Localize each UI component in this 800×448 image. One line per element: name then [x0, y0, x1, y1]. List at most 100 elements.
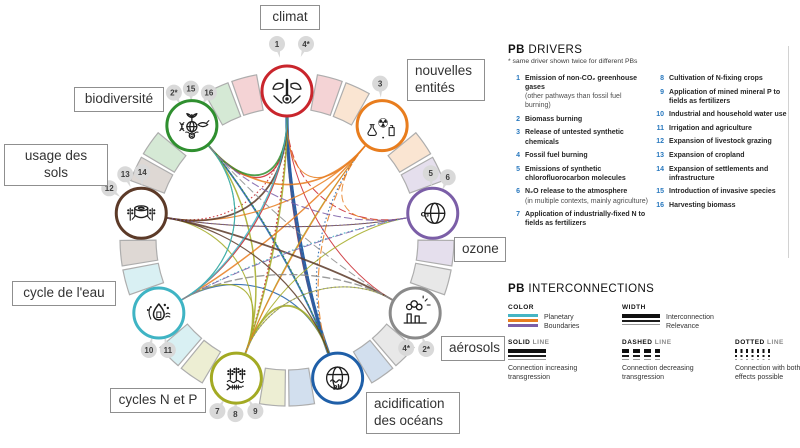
legend-dashed-caption: Connection decreasing transgression: [622, 364, 694, 381]
driver-text: Biomass burning: [525, 115, 583, 123]
ring-segment: [287, 367, 316, 407]
driver-badge-number: 5: [429, 169, 434, 178]
thermometer-globe-icon: [272, 78, 302, 104]
node-biodiversite: [165, 99, 219, 153]
driver-badge-number: 2*: [422, 345, 430, 354]
ocean-ph-icon: pH: [325, 366, 350, 391]
color-swatch: [508, 319, 538, 322]
nutrients-cycle-icon: [226, 367, 246, 391]
driver-badge-number: 6: [446, 173, 451, 182]
driver-badge-number: 7: [215, 407, 220, 416]
driver-number: 7: [516, 211, 520, 219]
pb-drivers-title: PB DRIVERS: [508, 44, 798, 56]
ring-segment: [258, 367, 287, 407]
driver-number: 11: [656, 124, 665, 132]
ring-segment: [122, 262, 165, 296]
legend-color-heading: COLOR: [508, 304, 534, 311]
driver-badge-number: 16: [204, 88, 213, 97]
pb-drivers-title-rest: DRIVERS: [524, 44, 583, 56]
link-cycles_np-climat: [244, 117, 288, 354]
driver-badge: [117, 166, 134, 183]
driver-badge-number: 2*: [170, 88, 178, 97]
driver-number: 16: [656, 201, 665, 209]
ring-segment: [387, 131, 432, 173]
driver-text: Industrial and household water use: [669, 111, 787, 119]
driver-badge: [165, 84, 182, 101]
driver-badge-number: 4*: [402, 344, 410, 353]
driver-badge: [159, 342, 176, 358]
driver-number: 3: [516, 129, 520, 137]
driver-badge-number: 9: [253, 407, 258, 416]
link-biodiversite-acidification: [208, 145, 329, 354]
legend-width-label: Interconnection Relevance: [666, 314, 714, 330]
driver-text: Application of industrially-fixed N to f…: [525, 211, 646, 228]
link-cycles_np-eau: [181, 284, 254, 354]
node-eau: [132, 286, 186, 340]
driver-text: N₂O release to the atmosphere(in multipl…: [525, 188, 648, 205]
link-aerosols-biodiversite: [208, 145, 393, 300]
driver-badge-number: 3: [378, 79, 383, 88]
link-sols-ozone: [167, 217, 407, 228]
svg-text:O₃: O₃: [421, 210, 430, 218]
driver-badge-number: 12: [105, 184, 114, 193]
link-climat-biodiversite: [208, 117, 288, 179]
biodiversity-icon: [179, 112, 210, 139]
driver-number: 4: [516, 152, 520, 160]
driver-badge: [140, 342, 157, 358]
dotted-swatch-lines: [735, 349, 773, 360]
driver-text: Irrigation and agriculture: [669, 124, 752, 132]
driver-badge-number: 13: [121, 170, 130, 179]
legend-dotted-caption: Connection with both effects possible: [735, 364, 800, 381]
hazardous-chemicals-icon: ☢: [367, 117, 395, 139]
link-nouvelles_entites-ozone: [341, 145, 407, 221]
driver-badge-number: 10: [144, 346, 153, 355]
link-eau-biodiversite: [181, 145, 236, 301]
driver-item-3: 3 Release of untested synthetic chemicals: [508, 128, 648, 146]
link-nouvelles_entites-cycles_np: [245, 145, 366, 354]
driver-text: Release of untested synthetic chemicals: [525, 129, 624, 146]
driver-badge-number: 8: [233, 410, 238, 419]
driver-number: 1: [516, 75, 520, 82]
ring-segment: [332, 82, 371, 126]
driver-badge: [298, 36, 314, 52]
legend-solid-heading: SOLID LINE: [508, 339, 550, 346]
driver-badge: [269, 36, 285, 52]
link-nouvelles_entites-eau: [181, 145, 366, 301]
panel-divider: [788, 46, 789, 258]
pb-drivers-note: * same driver shown twice for different …: [508, 58, 638, 65]
ring-segment: [142, 131, 187, 173]
color-swatch-lines: [508, 314, 538, 329]
link-nouvelles_entites-climat: [286, 117, 366, 179]
color-swatch: [508, 324, 538, 327]
driver-text: Emissions of synthetic chlorofluorocarbo…: [525, 165, 626, 182]
legend-dashed-heading: DASHED LINE: [622, 339, 672, 346]
driver-item-7: 7 Application of industrially-fixed N to …: [508, 210, 648, 228]
legend-dotted-heading: DOTTED LINE: [735, 339, 784, 346]
node-sols: [114, 186, 168, 240]
driver-number: 12: [656, 138, 665, 146]
driver-number: 5: [516, 165, 520, 173]
link-cycles_np-sols: [167, 217, 254, 354]
solid-swatch-lines: [508, 349, 546, 360]
ring-segment: [352, 339, 394, 384]
driver-badge: [418, 341, 435, 357]
driver-badge-number: 11: [164, 346, 173, 355]
ring-segment: [310, 74, 343, 117]
driver-text: Expansion of settlements and infrastruct…: [669, 165, 769, 182]
driver-badge: [209, 403, 226, 420]
svg-text:pH: pH: [333, 384, 342, 391]
legend-dotted-line: DOTTED LINE Connection with both effects…: [735, 339, 800, 382]
ring-segment: [409, 262, 452, 296]
driver-text: Introduction of invasive species: [669, 188, 776, 196]
node-aerosols: [388, 286, 442, 340]
